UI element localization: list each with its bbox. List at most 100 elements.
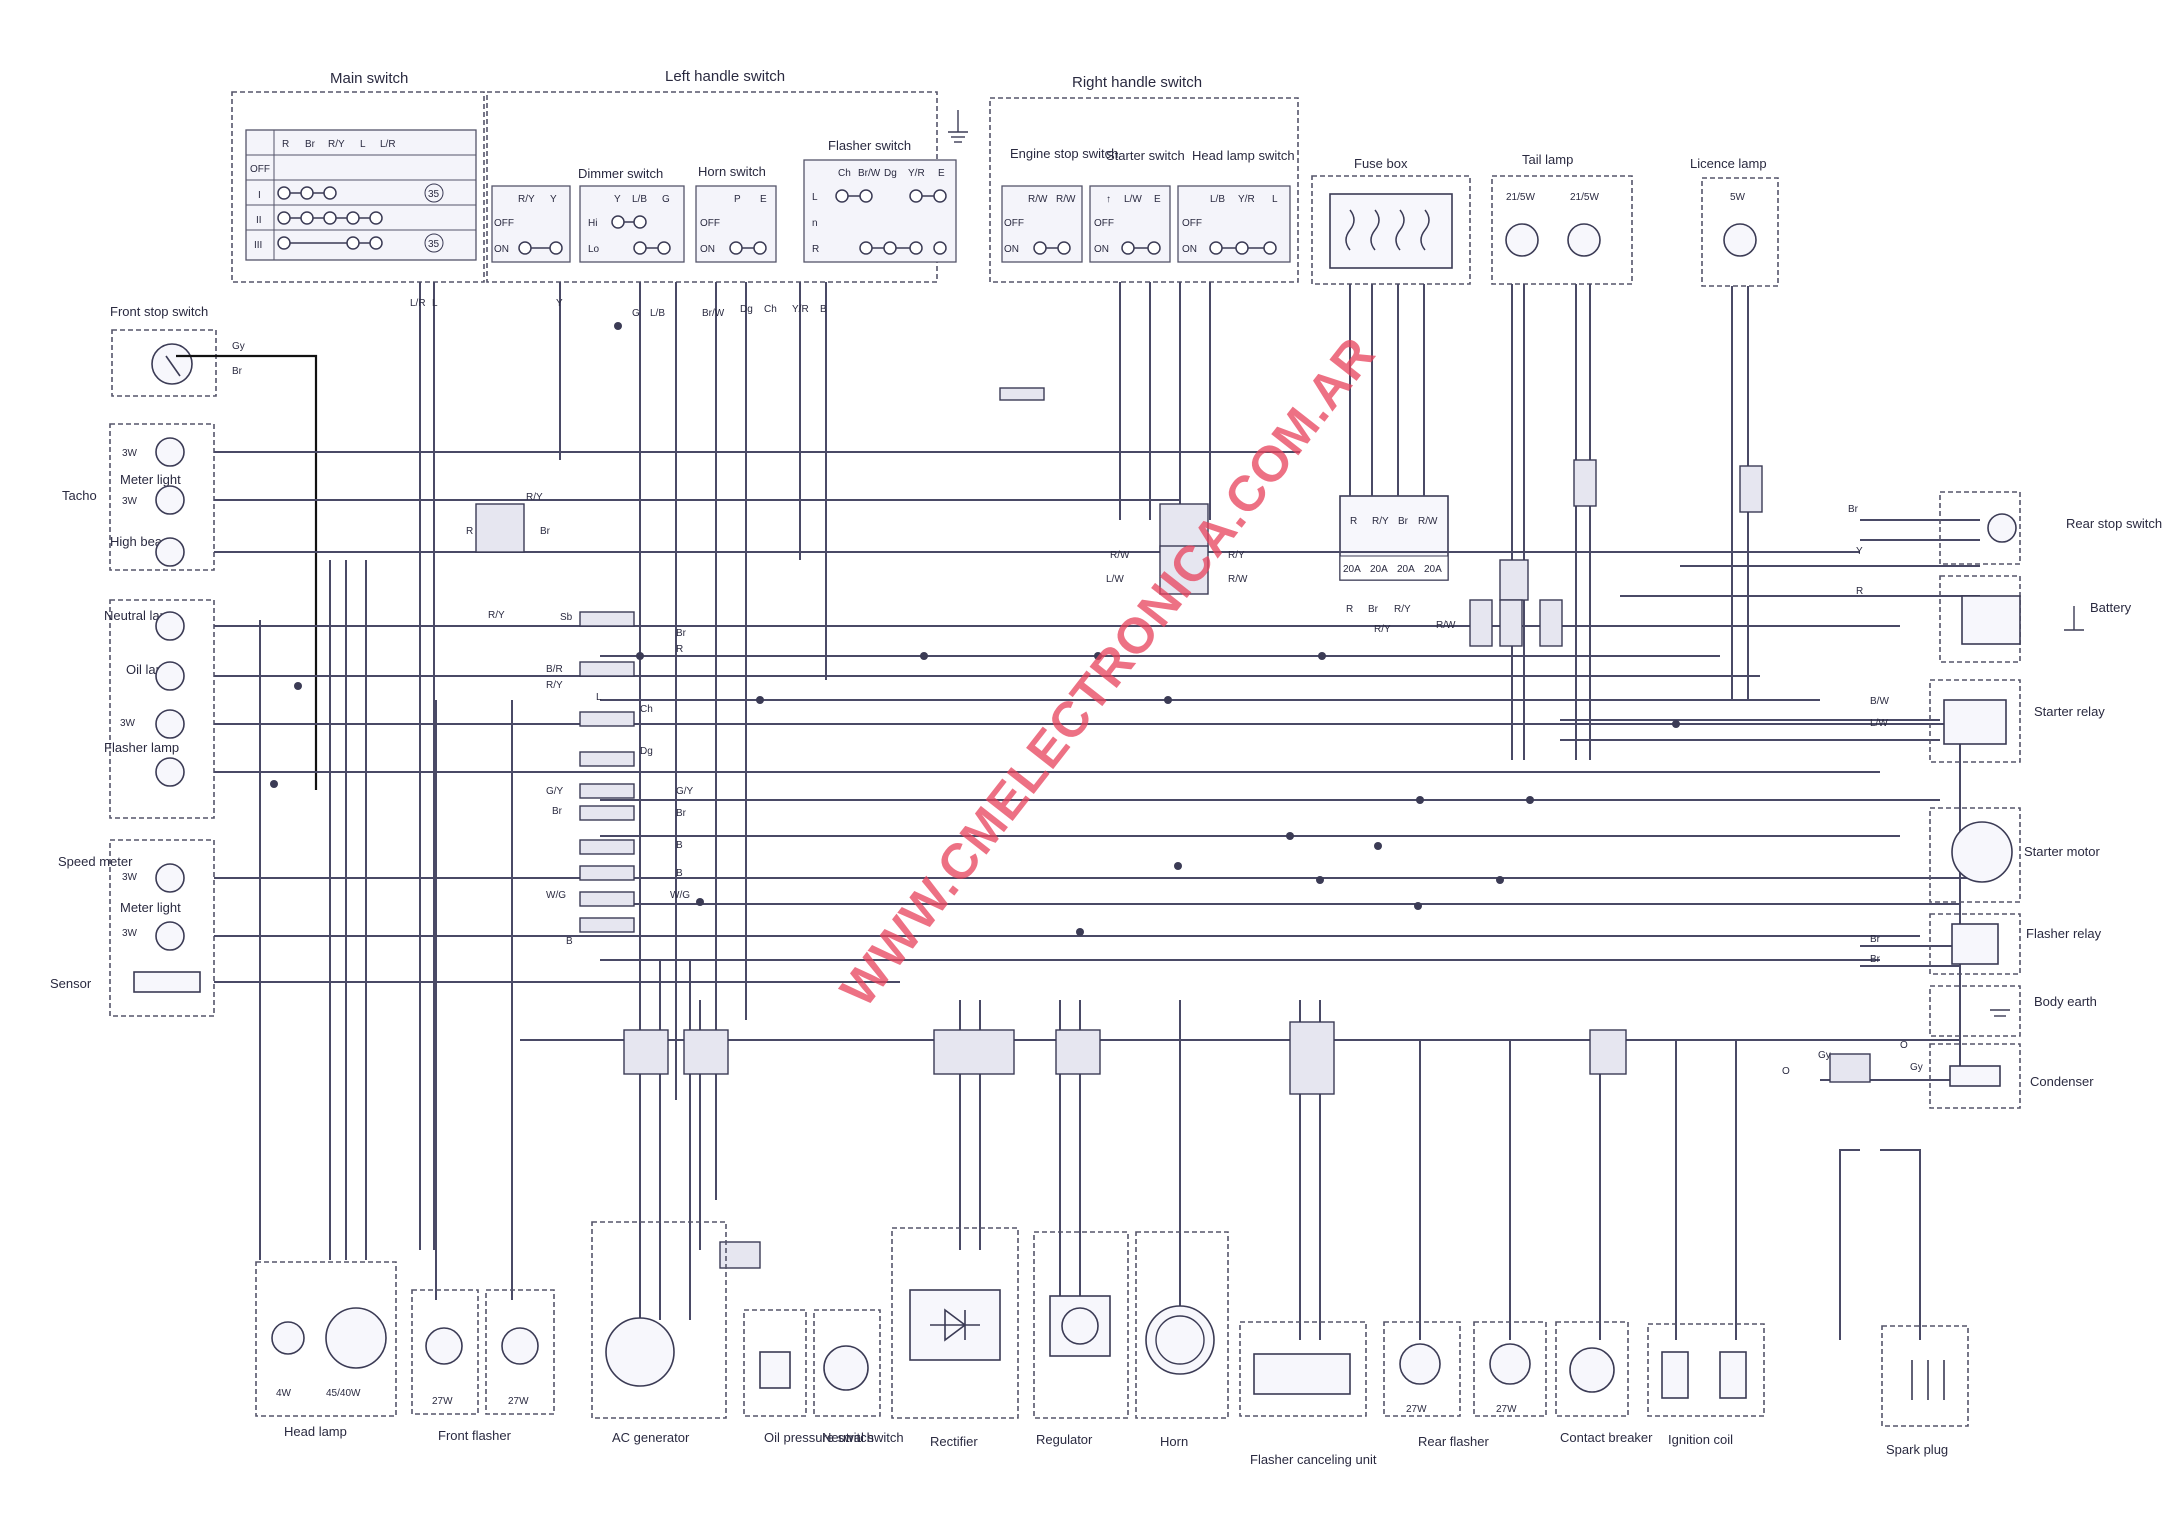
fuse-out-1: R bbox=[1346, 604, 1353, 615]
flasher-col-5: E bbox=[938, 168, 945, 179]
main-switch-title: Main switch bbox=[330, 70, 408, 87]
flasher-row-1: L bbox=[812, 192, 818, 203]
condenser-label: Condenser bbox=[2030, 1074, 2094, 1089]
dimmer-col-1: Y bbox=[614, 194, 621, 205]
wire-front-stop-1: Gy bbox=[232, 341, 245, 352]
engine-stop-col-2: R/W bbox=[1056, 194, 1076, 205]
engine-stop-title: Engine stop switch bbox=[1010, 146, 1118, 161]
drop-label-4: G bbox=[632, 308, 640, 319]
speed-meter-label: Speed meter bbox=[58, 854, 133, 869]
bus-label-14: B bbox=[676, 868, 683, 879]
head-lamp-rating-1: 4W bbox=[276, 1388, 292, 1399]
fuse-rating-1: 20A bbox=[1343, 564, 1361, 575]
tacho-label: Tacho bbox=[62, 488, 97, 503]
starter-relay-wire-1: B/W bbox=[1870, 696, 1889, 707]
horn-label: Horn bbox=[1160, 1434, 1188, 1449]
drop-label-8: Ch bbox=[764, 304, 777, 315]
relay-left-1: R/Y bbox=[526, 492, 543, 503]
flasher-col-3: Dg bbox=[884, 168, 897, 179]
fuse-out-4: R/W bbox=[1436, 620, 1456, 631]
flasher-switch-title: Flasher switch bbox=[828, 138, 911, 153]
starter-row-1: OFF bbox=[1094, 218, 1114, 229]
regulator-label: Regulator bbox=[1036, 1432, 1093, 1447]
licence-lamp: Licence lamp 5W bbox=[1690, 156, 1779, 287]
fuse-rating-2: 20A bbox=[1370, 564, 1388, 575]
main-col-5: L/R bbox=[380, 139, 396, 150]
flasher-3w: 3W bbox=[120, 718, 136, 729]
watermark-text: WWW.CMELECTRONICA.COM.AR bbox=[830, 326, 1387, 1016]
left-handle-title: Left handle switch bbox=[665, 68, 785, 85]
head-lamp-switch-title: Head lamp switch bbox=[1192, 148, 1295, 163]
fuse-box: Fuse box R R/Y Br R/W 20A 20A 20A 20A bbox=[1311, 156, 1471, 581]
ac-generator-label: AC generator bbox=[612, 1430, 690, 1445]
starter-col-2: L/W bbox=[1124, 194, 1142, 205]
starter-relay-wire-2: L/W bbox=[1870, 718, 1888, 729]
bus-label-9: G/Y bbox=[546, 786, 564, 797]
center-connectors bbox=[475, 387, 1763, 933]
wiring-harness bbox=[176, 282, 1980, 1340]
bus-label-16: W/G bbox=[670, 890, 690, 901]
relay-center-1: R/W bbox=[1110, 550, 1130, 561]
tail-rating-2: 21/5W bbox=[1570, 192, 1599, 203]
wire-front-stop-2: Br bbox=[232, 366, 243, 377]
bus-label-7: Ch bbox=[640, 704, 653, 715]
right-components: Rear stop switch Battery Starter relay S… bbox=[1929, 491, 2162, 1109]
front-flasher-label: Front flasher bbox=[438, 1428, 512, 1443]
flasher-relay-wire-2: Br bbox=[1870, 954, 1881, 965]
drop-label-9: Y/R bbox=[792, 304, 809, 315]
relay-left-2: R bbox=[466, 526, 473, 537]
lower-connectors bbox=[623, 1021, 1871, 1269]
flasher-col-1: Ch bbox=[838, 168, 851, 179]
flasher-relay-wire-1: Br bbox=[1870, 934, 1881, 945]
wire-code-labels: Gy Br Sb Br R B/R R/Y L Ch Dg G/Y G/Y Br… bbox=[232, 298, 1923, 1077]
flasher-col-4: Y/R bbox=[908, 168, 925, 179]
bus-label-10: G/Y bbox=[676, 786, 694, 797]
starter-col-1: ↑ bbox=[1106, 194, 1111, 205]
starter-switch-title: Starter switch bbox=[1106, 148, 1185, 163]
rear-stop-wire-1: Br bbox=[1848, 504, 1859, 515]
bottom-components: 4W 45/40W Head lamp 27W 27W Front flashe… bbox=[255, 1221, 1969, 1467]
dimmer-row-1: Hi bbox=[588, 218, 597, 229]
main-row-3: II bbox=[256, 215, 262, 226]
fuse-wire-1: R bbox=[1350, 516, 1357, 527]
dimmer-row-2: Lo bbox=[588, 244, 600, 255]
licence-rating: 5W bbox=[1730, 192, 1746, 203]
contact-breaker-label: Contact breaker bbox=[1560, 1430, 1653, 1445]
rear-flasher-rating-1: 27W bbox=[1406, 1404, 1427, 1415]
engine-stop-row-2: ON bbox=[1004, 244, 1019, 255]
junction-dots bbox=[270, 322, 1680, 936]
relay-center-2: L/W bbox=[1106, 574, 1124, 585]
left-sub-col-1: R/Y bbox=[518, 194, 535, 205]
tacho-meter-light: Meter light bbox=[120, 472, 181, 487]
bus-label-3: R bbox=[676, 644, 683, 655]
neutral-switch-label: Neutral switch bbox=[822, 1430, 904, 1445]
flasher-row-3: R bbox=[812, 244, 819, 255]
bus-label-8: Dg bbox=[640, 746, 653, 757]
fuse-box-title: Fuse box bbox=[1354, 156, 1408, 171]
drop-label-3: Y bbox=[556, 298, 563, 309]
rear-stop-label: Rear stop switch bbox=[2066, 516, 2162, 531]
drop-label-5: L/B bbox=[650, 308, 665, 319]
bus-label-2: Br bbox=[676, 628, 687, 639]
condenser-wire-4: O bbox=[1782, 1066, 1790, 1077]
head-lamp-col-2: Y/R bbox=[1238, 194, 1255, 205]
fuse-out-2: Br bbox=[1368, 604, 1379, 615]
head-lamp-row-1: OFF bbox=[1182, 218, 1202, 229]
rectifier-label: Rectifier bbox=[930, 1434, 978, 1449]
dimmer-col-2: L/B bbox=[632, 194, 647, 205]
relay-left-4: R/Y bbox=[488, 610, 505, 621]
left-sub-col-2: Y bbox=[550, 194, 557, 205]
condenser-wire-3: Gy bbox=[1910, 1062, 1923, 1073]
horn-row-1: OFF bbox=[700, 218, 720, 229]
bus-label-15: W/G bbox=[546, 890, 566, 901]
left-sub-row-2: ON bbox=[494, 244, 509, 255]
fuse-rating-3: 20A bbox=[1397, 564, 1415, 575]
main-row-1: OFF bbox=[250, 164, 270, 175]
starter-relay-label: Starter relay bbox=[2034, 704, 2105, 719]
head-lamp-rating-2: 45/40W bbox=[326, 1388, 361, 1399]
fuse-wire-4: R/W bbox=[1418, 516, 1438, 527]
rear-stop-wire-2: Y bbox=[1856, 546, 1863, 557]
main-col-1: R bbox=[282, 139, 289, 150]
head-lamp-row-2: ON bbox=[1182, 244, 1197, 255]
head-lamp-col-3: L bbox=[1272, 194, 1278, 205]
